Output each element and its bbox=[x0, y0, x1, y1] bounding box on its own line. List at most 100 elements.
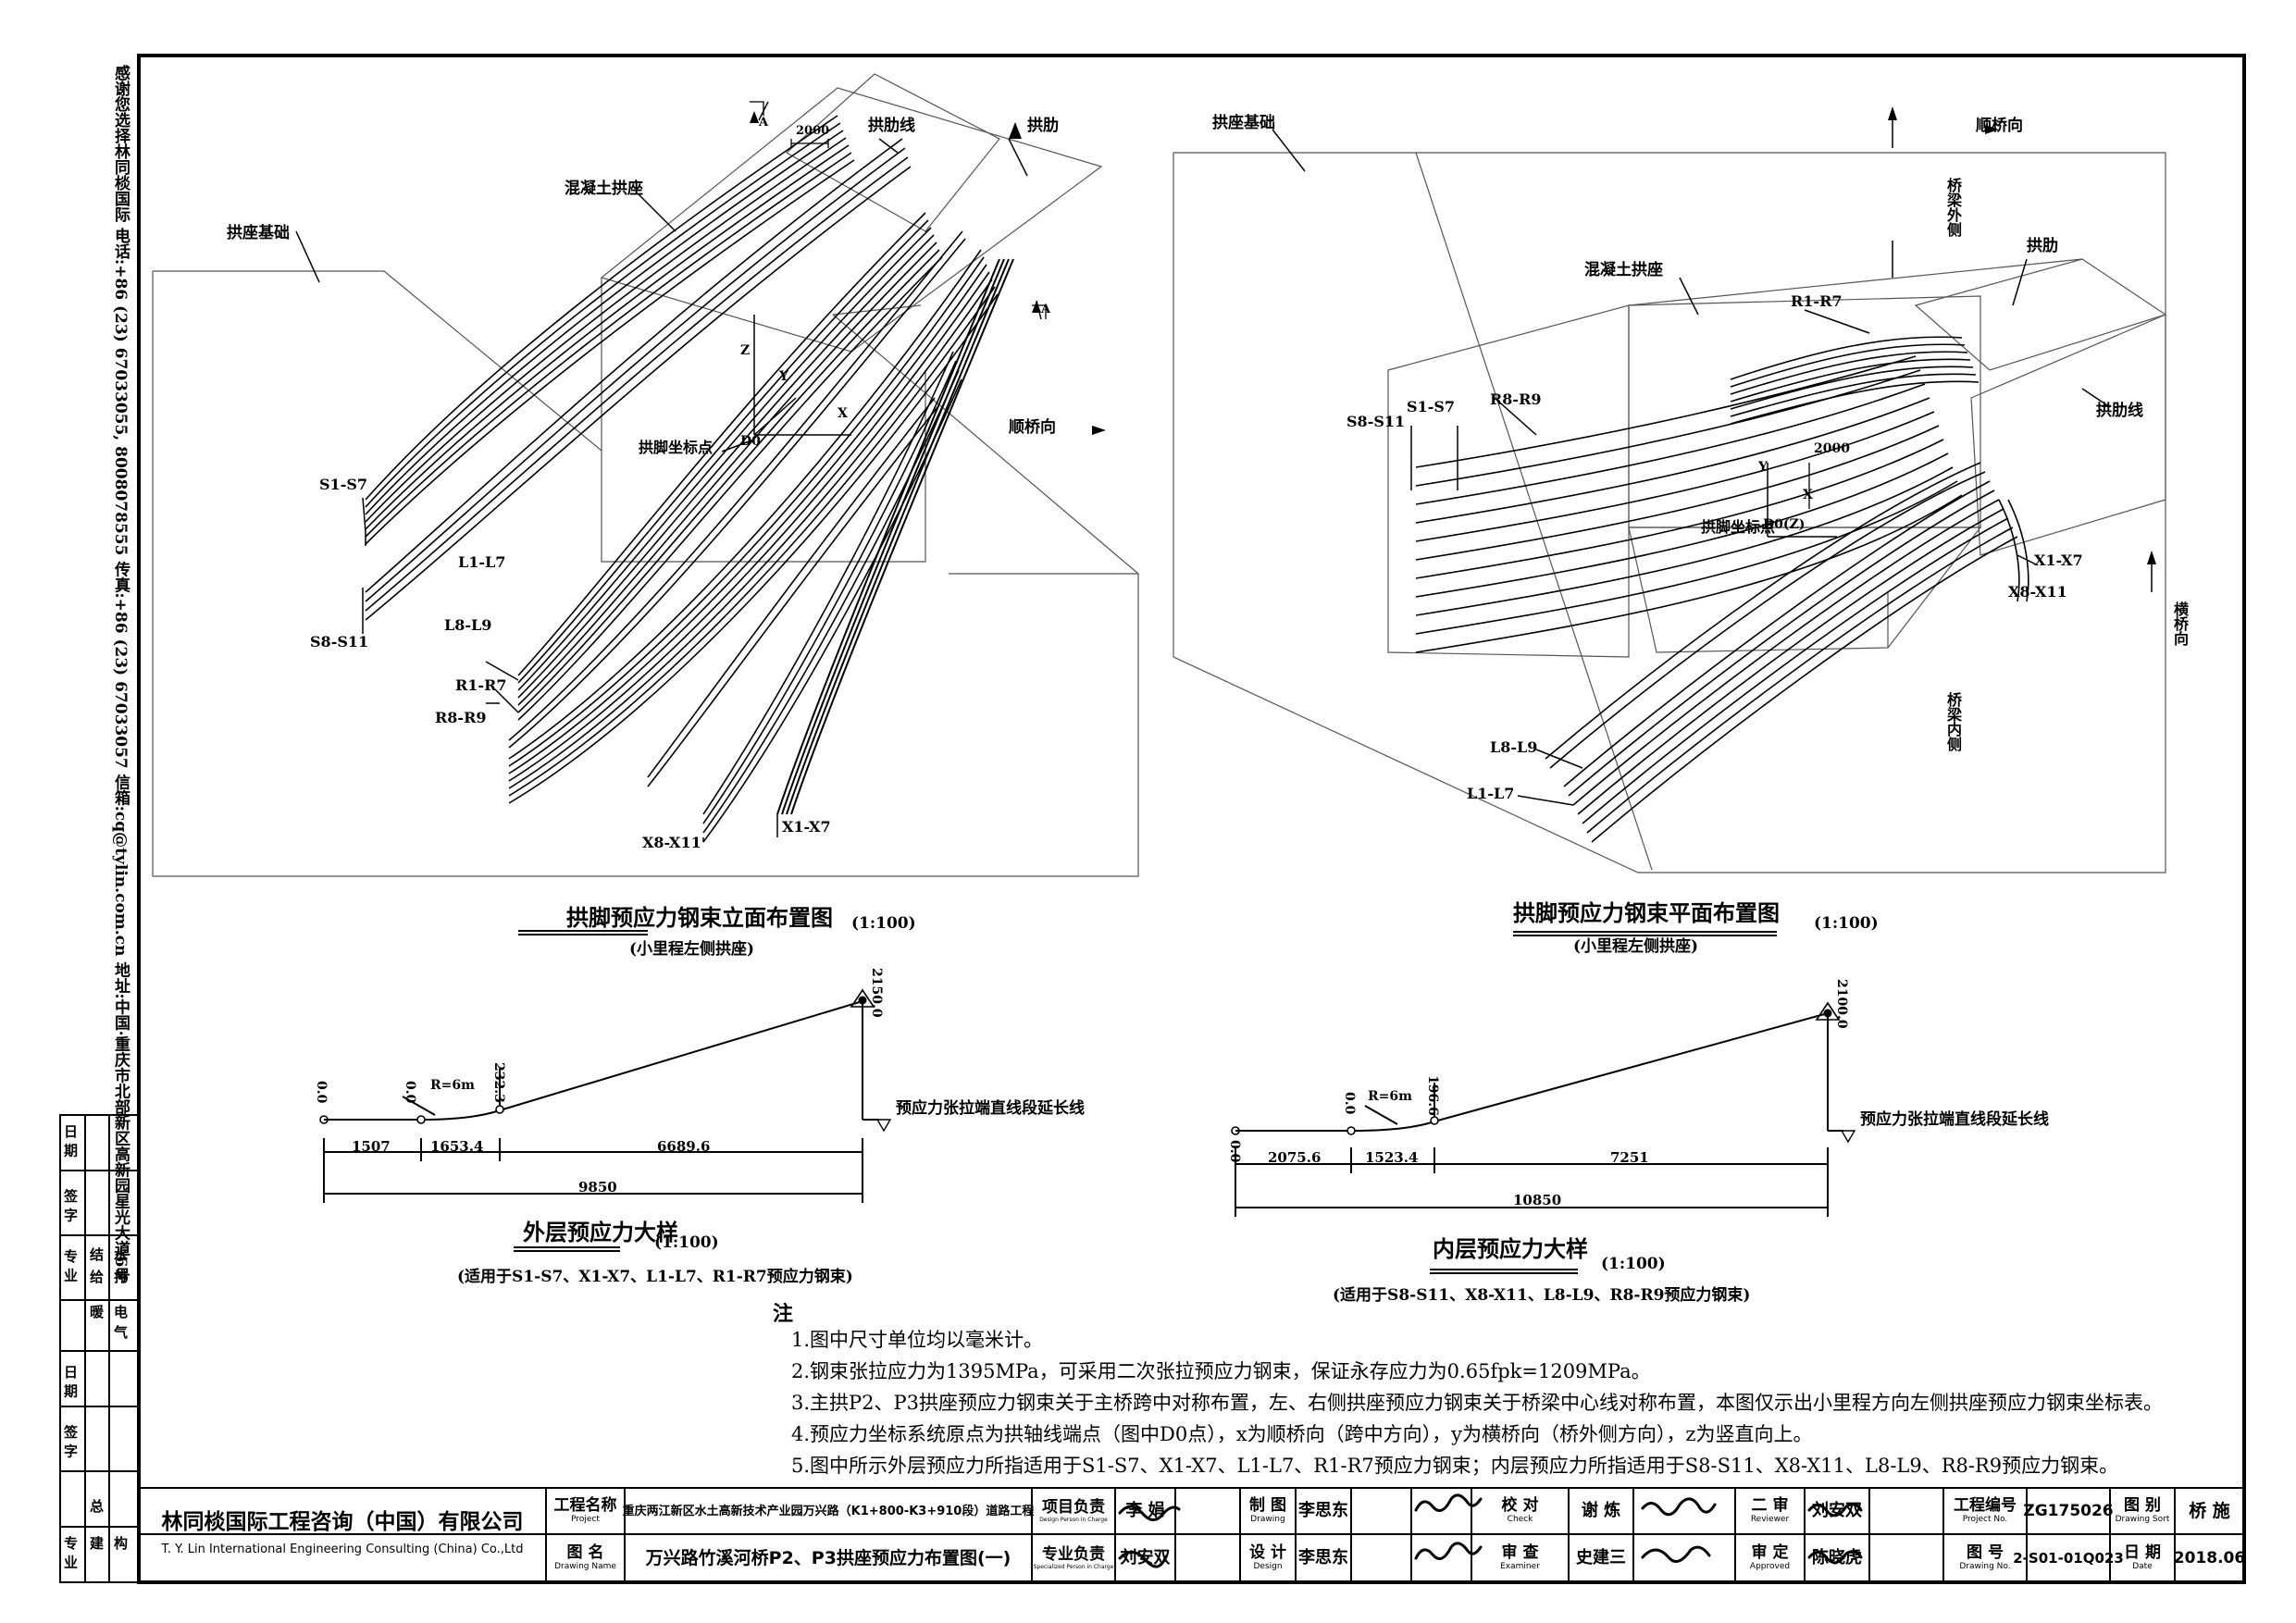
elevation-outlines bbox=[152, 73, 1139, 877]
elevation-tendons bbox=[365, 115, 999, 843]
inner-dim-1: 2075.6 bbox=[1268, 1149, 1322, 1166]
elev-label-l1-l7: L1-L7 bbox=[458, 553, 506, 571]
strip-row-jiegou: 构 bbox=[112, 1536, 129, 1550]
inner-detail-markers bbox=[1231, 1001, 1841, 1135]
exam-name: 史建三 bbox=[1576, 1548, 1626, 1567]
outer-title: 外层预应力大样 bbox=[523, 1219, 678, 1245]
elev-label-r8-r9: R8-R9 bbox=[435, 709, 487, 726]
plan-label-arch-rib: 拱肋 bbox=[2027, 237, 2058, 255]
drawing-name: 万兴路竹溪河桥P2、P3拱座预应力布置图(一) bbox=[645, 1547, 1011, 1568]
outer-elev-end: 2150.0 bbox=[869, 968, 884, 1018]
outer-detail-markers bbox=[319, 988, 875, 1124]
plan-label-concrete-seat: 混凝土拱座 bbox=[1584, 261, 1663, 279]
plan-label-s8-s11: S8-S11 bbox=[1347, 413, 1406, 430]
address-strip: 感谢您选择林同棪国际 电话:+86 (23) 67033055, 8008078… bbox=[111, 65, 130, 1283]
company-name-en: T. Y. Lin International Engineering Cons… bbox=[161, 1542, 524, 1556]
outer-scale: (1:100) bbox=[654, 1233, 719, 1252]
inner-title: 内层预应力大样 bbox=[1433, 1235, 1588, 1262]
strip-row-gei: 给 bbox=[88, 1270, 105, 1283]
plan-bridge-inner: 桥梁内侧 bbox=[1944, 692, 1962, 751]
strip-row-jie: 结 bbox=[88, 1247, 105, 1261]
inner-elev-0b: 0.0 bbox=[1342, 1092, 1357, 1115]
plan-axis-x: X bbox=[1803, 488, 1813, 502]
plan-label-x8-x11: X8-X11 bbox=[2008, 583, 2067, 601]
review-name: 刘安双 bbox=[1812, 1501, 1862, 1520]
strip-sign-1: 签 字 bbox=[62, 1189, 79, 1222]
plan-title: 拱脚预应力钢束平面布置图 bbox=[1513, 899, 1780, 926]
plan-label-l8-l9: L8-L9 bbox=[1490, 738, 1538, 756]
outer-elev-0a: 0.0 bbox=[314, 1081, 329, 1104]
plan-tendons bbox=[1415, 336, 2029, 843]
plan-label-r8-r9: R8-R9 bbox=[1490, 390, 1542, 408]
plan-dim-2000: 2000 bbox=[1814, 441, 1850, 456]
outer-elev-mid: 232.3 bbox=[491, 1062, 506, 1103]
projno-value: ZG175026 bbox=[2023, 1501, 2114, 1520]
inner-elev-end: 2100.0 bbox=[1834, 979, 1849, 1029]
inner-extension-note: 预应力张拉端直线段延长线 bbox=[1860, 1110, 2049, 1129]
elev-direction: 顺桥向 bbox=[1009, 418, 1056, 437]
inner-detail-geometry bbox=[1235, 931, 1856, 1274]
outer-dim-1: 1507 bbox=[352, 1138, 391, 1155]
elev-axis-x: X bbox=[838, 406, 848, 421]
elev-section-a1: A bbox=[759, 116, 769, 130]
drawno-value: 2-S01-01Q023 bbox=[2013, 1549, 2124, 1567]
date-value: 2018.06 bbox=[2173, 1548, 2246, 1567]
elev-label-concrete-seat: 混凝土拱座 bbox=[565, 180, 643, 198]
sheet-frame bbox=[137, 54, 2246, 1584]
plan-label-l1-l7: L1-L7 bbox=[1467, 785, 1515, 802]
elev-axis-y: Y bbox=[779, 369, 788, 384]
title-block-grid bbox=[139, 1487, 2244, 1582]
plan-label-x1-x7: X1-X7 bbox=[2034, 551, 2083, 569]
plan-label-s1-s7: S1-S7 bbox=[1407, 398, 1456, 415]
notes-head: 注 bbox=[773, 1302, 794, 1326]
signature-scribbles bbox=[1118, 1493, 1863, 1568]
company-name-cn: 林同棪国际工程咨询（中国）有限公司 bbox=[161, 1509, 524, 1534]
approve-name: 陈晓虎 bbox=[1812, 1548, 1862, 1567]
elev-label-s8-s11: S8-S11 bbox=[310, 633, 369, 650]
inner-dim-3: 7251 bbox=[1610, 1149, 1649, 1166]
plan-label-arch-line: 拱肋线 bbox=[2096, 402, 2143, 420]
strip-row-pai: 排 bbox=[112, 1270, 129, 1283]
outer-extension-note: 预应力张拉端直线段延长线 bbox=[896, 1099, 1085, 1118]
plan-subtitle: (小里程左侧拱座) bbox=[1573, 937, 1699, 956]
elev-label-foundation: 拱座基础 bbox=[227, 224, 290, 242]
outer-dim-2: 1653.4 bbox=[430, 1138, 484, 1155]
pic-name: 李 娟 bbox=[1125, 1501, 1165, 1520]
elev-origin-desc: 拱脚坐标点 bbox=[639, 439, 714, 456]
outer-radius: R=6m bbox=[430, 1078, 475, 1093]
design-name: 李思东 bbox=[1298, 1548, 1348, 1567]
strip-prof-2: 专 业 bbox=[62, 1536, 79, 1569]
elev-dim-2000: 2000 bbox=[796, 124, 830, 138]
strip-row-jian: 建 bbox=[88, 1536, 105, 1550]
plan-origin: D0(Z) bbox=[1763, 517, 1806, 532]
plan-direction: 顺桥向 bbox=[1976, 117, 2023, 135]
strip-row-qi: 气 bbox=[112, 1325, 129, 1339]
plan-label-r1-r7: R1-R7 bbox=[1791, 292, 1843, 310]
plan-scale: (1:100) bbox=[1814, 914, 1879, 933]
note-item: 3.主拱P2、P3拱座预应力钢束关于主桥跨中对称布置，左、右侧拱座预应力钢束关于… bbox=[791, 1392, 2164, 1414]
outer-elev-0b: 0.0 bbox=[403, 1081, 417, 1104]
check-name: 谢 炼 bbox=[1581, 1501, 1621, 1520]
strip-sign-2: 签 字 bbox=[62, 1425, 79, 1458]
inner-subtitle: (适用于S8-S11、X8-X11、L8-L9、R8-R9预应力钢束) bbox=[1333, 1286, 1751, 1305]
elev-label-arch-line: 拱肋线 bbox=[868, 117, 915, 135]
elevation-steep-bundle bbox=[776, 258, 1014, 815]
note-item: 5.图中所示外层预应力所指适用于S1-S7、X1-X7、L1-L7、R1-R7预… bbox=[791, 1455, 2119, 1477]
plan-origin-desc: 拱脚坐标点 bbox=[1701, 518, 1776, 536]
note-item: 2.钢束张拉应力为1395MPa，可采用二次张拉预应力钢束，保证永存应力为0.6… bbox=[791, 1360, 1651, 1382]
elev-label-x8-x11: X8-X11 bbox=[642, 834, 701, 851]
elev-origin: D0 bbox=[740, 434, 761, 449]
plan-leaders bbox=[1272, 111, 2153, 806]
